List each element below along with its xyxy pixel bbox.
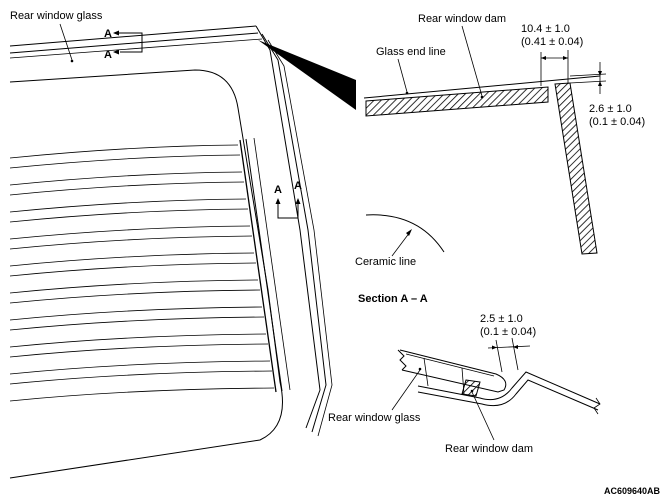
section-a-a: Section A – A 2.5 ± 1.0 (0.1 ± 0.04) Rea…: [328, 293, 601, 455]
busbar: [239, 139, 277, 393]
ceramic-line-arc: [365, 214, 445, 253]
rear-window-glass-leader: [59, 23, 73, 61]
svg-text:A: A: [294, 180, 302, 192]
dim-section-in: (0.1 ± 0.04): [480, 326, 536, 338]
section-marker-top: A A: [104, 28, 143, 61]
dim-vertical-in: (0.1 ± 0.04): [589, 116, 645, 128]
rear-window-glass-label-section: Rear window glass: [328, 412, 421, 424]
svg-text:A: A: [274, 184, 282, 196]
dam-horizontal: [365, 86, 549, 117]
svg-text:A: A: [104, 49, 112, 61]
figure-code: AC609640AB: [604, 486, 661, 496]
glass-end-line: [363, 75, 601, 99]
defroster-lines: [9, 144, 275, 402]
ceramic-line-label: Ceramic line: [355, 256, 416, 268]
window-overview: Rear window glass A A A A: [9, 10, 356, 479]
dim-vertical-mm: 2.6 ± 1.0: [589, 103, 632, 115]
glass-right-edge: [255, 25, 321, 429]
dam-section: [461, 379, 481, 397]
glass-section: [399, 349, 507, 393]
body-panel-outer: [417, 371, 601, 405]
body-panel-inner: [417, 379, 599, 411]
svg-text:A: A: [104, 28, 112, 40]
dam-vertical: [554, 82, 598, 255]
section-marker-side: A A: [274, 180, 302, 219]
dam-detail-view: 10.4 ± 1.0 (0.41 ± 0.04) 2.6 ± 1.0 (0.1 …: [363, 13, 645, 255]
dim-horizontal-in: (0.41 ± 0.04): [521, 36, 583, 48]
rear-window-dam-label-section: Rear window dam: [445, 443, 533, 455]
ceramic-line-detail: Ceramic line: [355, 214, 445, 268]
dim-horizontal-mm: 10.4 ± 1.0: [521, 23, 570, 35]
magnification-cone: [258, 40, 356, 110]
glass-top-edge: [9, 25, 257, 47]
ceramic-boundary: [9, 69, 283, 479]
glass-break-mark: [397, 349, 407, 371]
dim-section-mm: 2.5 ± 1.0: [480, 313, 523, 325]
glass-end-line-label: Glass end line: [376, 46, 446, 58]
section-title: Section A – A: [358, 293, 428, 305]
rear-window-dam-label-detail: Rear window dam: [418, 13, 506, 25]
rear-window-glass-label: Rear window glass: [10, 10, 103, 22]
